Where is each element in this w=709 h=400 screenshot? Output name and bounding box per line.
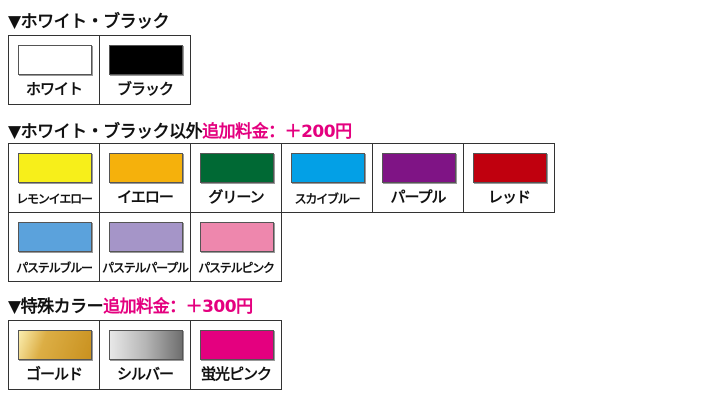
color-option[interactable]: グリーン (191, 144, 282, 213)
color-label: パステルピンク (198, 261, 275, 275)
color-option[interactable]: パステルパープル (100, 213, 191, 282)
color-option[interactable]: ゴールド (9, 321, 100, 390)
color-label: スカイブルー (294, 192, 361, 206)
section-title-text: ▼特殊カラー (8, 297, 104, 317)
color-swatch (109, 330, 183, 360)
color-label: シルバー (116, 365, 174, 383)
color-swatch (18, 153, 92, 183)
color-option[interactable]: パープル (373, 144, 464, 213)
color-swatch (291, 153, 365, 183)
section-title-text: ▼ホワイト・ブラック (8, 12, 170, 32)
color-grid-standard: レモンイエロー イエロー グリーン スカイブルー パープル レッドパステルブルーパステルパ… (8, 143, 555, 282)
color-option[interactable]: レッド (464, 144, 555, 213)
color-swatch (18, 45, 92, 75)
color-swatch (473, 153, 547, 183)
color-label: パープル (390, 188, 446, 206)
color-option[interactable]: パステルピンク (191, 213, 282, 282)
section-title-text: ▼ホワイト・ブラック以外 (8, 122, 203, 142)
color-option[interactable]: パステルブルー (9, 213, 100, 282)
color-label: レモンイエロー (16, 192, 93, 206)
section-title-colors: ▼ホワイト・ブラック以外追加料金：＋200円 (8, 117, 352, 142)
color-swatch (18, 330, 92, 360)
color-option[interactable]: イエロー (100, 144, 191, 213)
color-swatch (200, 153, 274, 183)
color-label: 蛍光ピンク (200, 365, 272, 383)
extra-fee: 追加料金：＋200円 (202, 122, 352, 142)
color-swatch (109, 153, 183, 183)
color-option[interactable]: ホワイト (9, 36, 100, 105)
color-option[interactable]: スカイブルー (282, 144, 373, 213)
color-option[interactable]: レモンイエロー (9, 144, 100, 213)
color-label: ゴールド (25, 365, 83, 383)
color-label: レッド (487, 188, 531, 206)
color-label: ブラック (116, 80, 174, 98)
color-swatch (109, 222, 183, 252)
color-label: イエロー (117, 188, 174, 206)
color-swatch (382, 153, 456, 183)
color-label: パステルブルー (16, 261, 93, 275)
color-grid-special: ゴールド シルバー 蛍光ピンク (8, 320, 282, 390)
color-option[interactable]: シルバー (100, 321, 191, 390)
color-swatch (18, 222, 92, 252)
color-swatch (109, 45, 183, 75)
color-grid-basic: ホワイト ブラック (8, 35, 191, 105)
extra-fee: 追加料金：＋300円 (103, 297, 253, 317)
color-label: ホワイト (25, 80, 83, 98)
color-label: パステルパープル (102, 261, 189, 275)
color-option[interactable]: 蛍光ピンク (191, 321, 282, 390)
color-option[interactable]: ブラック (100, 36, 191, 105)
section-title-special: ▼特殊カラー追加料金：＋300円 (8, 292, 253, 317)
color-swatch (200, 330, 274, 360)
color-label: グリーン (208, 188, 264, 206)
color-swatch (200, 222, 274, 252)
section-title-white-black: ▼ホワイト・ブラック (8, 7, 170, 32)
